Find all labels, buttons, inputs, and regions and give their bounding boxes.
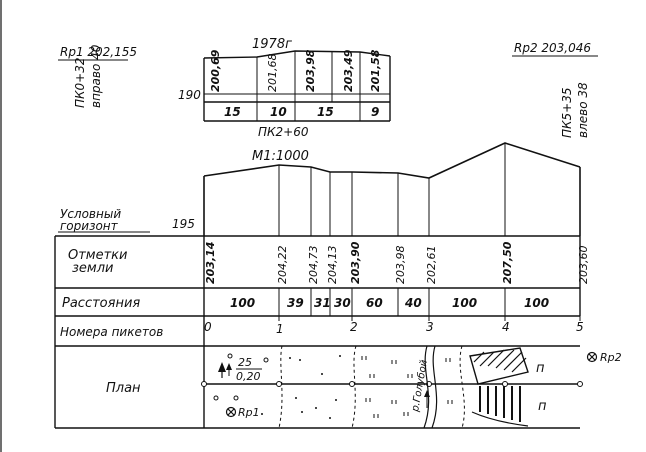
profile-table-grid bbox=[54, 235, 581, 429]
tree-diameter: 0,20 bbox=[236, 370, 261, 383]
picket-marker-0 bbox=[201, 381, 207, 387]
distance-4: 30 bbox=[334, 296, 351, 310]
ground-elevation-2: 204,22 bbox=[276, 246, 289, 285]
inset-picket-label: ПК2+60 bbox=[258, 125, 309, 139]
ground-elevation-3: 204,73 bbox=[307, 246, 320, 285]
distance-6: 40 bbox=[404, 296, 422, 310]
elevations-row-label-line2: земли bbox=[72, 261, 113, 276]
distance-1: 100 bbox=[230, 296, 255, 310]
plan-rp2-label: Rp2 bbox=[600, 351, 622, 364]
inset-distance-1: 15 bbox=[224, 105, 241, 119]
inset-distance-4: 9 bbox=[371, 105, 379, 119]
profile-scale: М1:1000 bbox=[252, 149, 309, 164]
inset-distance-3: 15 bbox=[317, 105, 334, 119]
hatched-structure-edge bbox=[471, 411, 529, 427]
inset-elevation-5: 201,58 bbox=[369, 49, 382, 92]
river-bank-right bbox=[431, 345, 438, 429]
plan-row-label: План bbox=[106, 381, 141, 396]
elevations-row-label-line1: Отметки bbox=[68, 248, 127, 263]
picket-marker-1 bbox=[276, 381, 282, 387]
inset-frame bbox=[203, 50, 391, 122]
rp2-picket: ПК5+35 bbox=[560, 87, 574, 138]
vegetation-dots bbox=[261, 355, 341, 419]
picket-number-2: 2 bbox=[350, 320, 358, 334]
rp2-offset: влево 38 bbox=[576, 82, 590, 138]
inset-elevation-1: 200,69 bbox=[209, 49, 222, 92]
inset-year: 1978г bbox=[252, 37, 292, 52]
distance-5: 60 bbox=[366, 296, 383, 310]
picket-marker-4 bbox=[502, 381, 508, 387]
ground-elevation-9: 203,60 bbox=[577, 246, 590, 285]
picket-number-3: 3 bbox=[426, 320, 434, 334]
horizon-label-line1: Условный bbox=[60, 207, 121, 221]
distance-8: 100 bbox=[524, 296, 549, 310]
ground-elevation-7: 202,61 bbox=[425, 246, 438, 285]
rp1-benchmark-icon bbox=[225, 406, 237, 418]
tree-icon bbox=[218, 362, 232, 378]
plan-rp1-label: Rp1 bbox=[238, 406, 260, 419]
picket-number-4: 4 bbox=[502, 320, 510, 334]
rp1-picket: ПК0+32 bbox=[73, 57, 87, 108]
ground-profile bbox=[203, 142, 581, 236]
horizon-value: 195 bbox=[172, 217, 195, 231]
picket-number-5: 5 bbox=[576, 320, 584, 334]
tree-height: 25 bbox=[238, 356, 252, 369]
rp2-benchmark-icon bbox=[586, 351, 598, 363]
hatched-structure-top bbox=[469, 347, 529, 385]
rp1-label: Rp1 202,155 bbox=[60, 45, 137, 59]
horizon-label-line2: горизонт bbox=[60, 219, 119, 233]
inset-elevation-2: 201,68 bbox=[266, 54, 279, 93]
picket-number-0: 0 bbox=[204, 320, 212, 334]
ground-elevation-6: 203,98 bbox=[394, 246, 407, 285]
picket-ticks bbox=[278, 316, 581, 321]
plan-situation bbox=[201, 345, 598, 429]
inset-elevation-3: 203,98 bbox=[304, 49, 317, 92]
river-flow-arrowhead bbox=[424, 390, 430, 397]
rp2-label: Rp2 203,046 bbox=[514, 41, 591, 55]
pickets-row-label: Номера пикетов bbox=[60, 325, 163, 339]
ground-elevation-5: 203,90 bbox=[349, 241, 362, 284]
land-boundary-1 bbox=[278, 345, 283, 429]
land-boundary-3 bbox=[459, 345, 465, 429]
small-circles bbox=[213, 353, 269, 401]
ground-elevation-8: 207,50 bbox=[501, 241, 514, 284]
picket-marker-5 bbox=[577, 381, 583, 387]
distance-2: 39 bbox=[287, 296, 304, 310]
rp1-offset: вправо 40 bbox=[89, 44, 103, 108]
ground-elevation-4: 204,13 bbox=[326, 246, 339, 285]
inset-elevation-4: 203,49 bbox=[342, 49, 355, 92]
ground-elevation-1: 203,14 bbox=[204, 242, 217, 284]
picket-marker-2 bbox=[349, 381, 355, 387]
meadow-symbol-2: п bbox=[538, 399, 547, 414]
distances-row-label: Расстояния bbox=[62, 296, 140, 311]
river-bank-left bbox=[423, 345, 430, 429]
meadow-symbol-1: п bbox=[536, 361, 545, 376]
hatched-structure-columns bbox=[479, 386, 521, 422]
distance-7: 100 bbox=[452, 296, 477, 310]
meadow-ticks bbox=[361, 356, 453, 418]
picket-number-1: 1 bbox=[276, 322, 284, 336]
distance-3: 31 bbox=[314, 296, 331, 310]
land-boundary-2 bbox=[351, 345, 357, 429]
inset-distance-2: 10 bbox=[270, 105, 287, 119]
inset-horizon: 190 bbox=[178, 88, 201, 102]
hatched-structure-lines bbox=[473, 349, 527, 373]
